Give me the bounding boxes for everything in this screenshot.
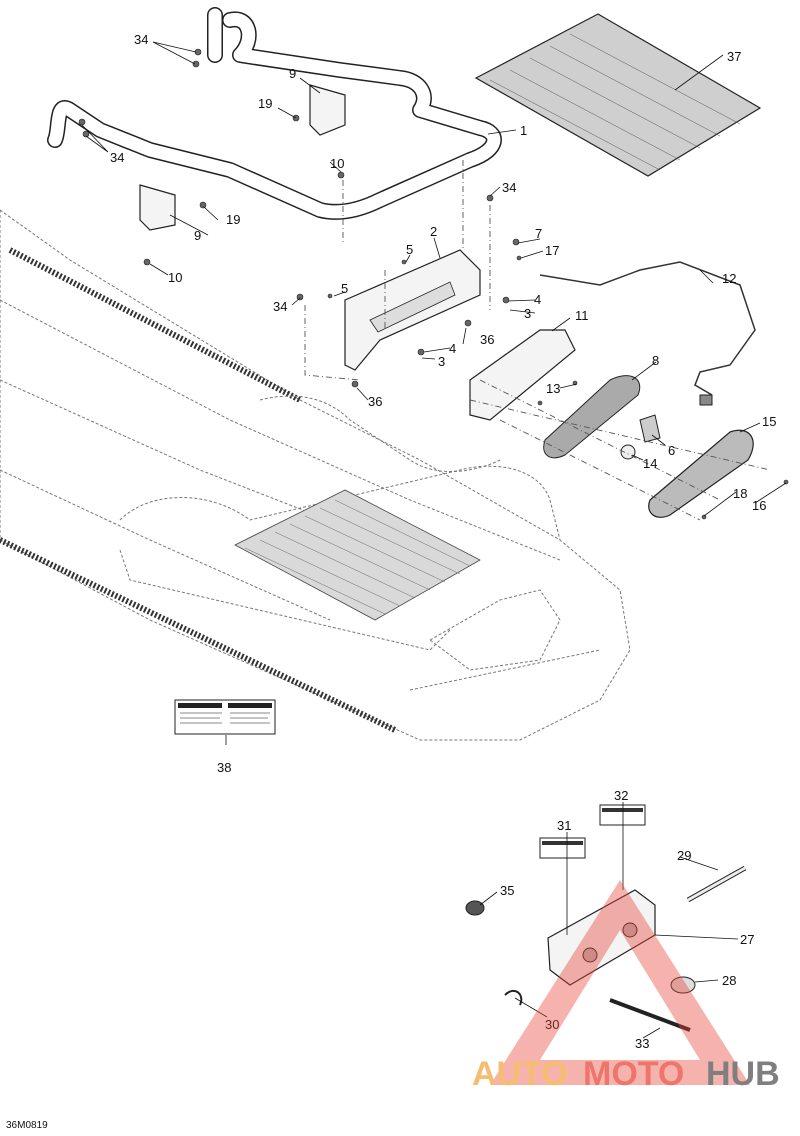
callout-16: 16 [752, 498, 766, 513]
callout-4: 4 [534, 292, 541, 307]
diagram-code: 36M0819 [6, 1120, 48, 1131]
callout-30: 30 [545, 1017, 559, 1032]
callout-28: 28 [722, 973, 736, 988]
callout-1: 1 [520, 123, 527, 138]
hitch-pin [686, 865, 747, 903]
taillight-lens [648, 429, 754, 518]
watermark: AUTO MOTO HUB [472, 880, 780, 1093]
watermark-moto: MOTO [583, 1055, 684, 1093]
callout-8: 8 [652, 353, 659, 368]
watermark-hub: HUB [706, 1055, 780, 1093]
callout-36: 36 [480, 332, 494, 347]
callout-19: 19 [226, 212, 240, 227]
hitch-clip [504, 989, 523, 1006]
callout-17: 17 [545, 243, 559, 258]
callout-10: 10 [330, 156, 344, 171]
bulb-socket [639, 414, 661, 443]
callouts: 34 34 1 9 19 10 19 9 10 34 2 5 5 34 4 3 … [110, 32, 776, 1051]
callout-14: 14 [643, 456, 657, 471]
callout-34: 34 [502, 180, 516, 195]
light-mount-bracket [344, 249, 481, 371]
snowmobile-chassis [0, 209, 631, 741]
watermark-auto: AUTO [472, 1055, 568, 1093]
callout-4: 4 [449, 341, 456, 356]
rack-bracket-lower [139, 184, 176, 231]
callout-9: 9 [289, 66, 296, 81]
wiring-harness [539, 261, 756, 406]
callout-3: 3 [524, 306, 531, 321]
taillight-reflector [543, 375, 641, 459]
rack-bracket-upper [309, 84, 346, 136]
callout-2: 2 [430, 224, 437, 239]
callout-11: 11 [575, 308, 589, 323]
warning-decal [174, 699, 276, 735]
fasteners [78, 48, 789, 520]
callout-3: 3 [438, 354, 445, 369]
watermark-triangle [490, 880, 750, 1085]
assembly-lines [304, 160, 771, 521]
callout-6: 6 [668, 443, 675, 458]
callout-31: 31 [557, 818, 571, 833]
callout-27: 27 [740, 932, 754, 947]
callout-5: 5 [341, 281, 348, 296]
callout-10: 10 [168, 270, 182, 285]
rack-bar [47, 7, 502, 220]
cargo-mat [474, 13, 762, 177]
leader-lines [81, 41, 787, 1039]
callout-37: 37 [727, 49, 741, 64]
callout-29: 29 [677, 848, 691, 863]
decal-32 [599, 804, 646, 826]
callout-38: 38 [217, 760, 231, 775]
callout-36: 36 [368, 394, 382, 409]
callout-9: 9 [194, 228, 201, 243]
callout-19: 19 [258, 96, 272, 111]
hitch-bolt [609, 998, 691, 1032]
callout-18: 18 [733, 486, 747, 501]
hitch-ring [670, 976, 696, 994]
grommet [465, 900, 485, 916]
callout-13: 13 [546, 381, 560, 396]
callout-34: 34 [273, 299, 287, 314]
callout-35: 35 [500, 883, 514, 898]
callout-7: 7 [535, 226, 542, 241]
callout-34: 34 [110, 150, 124, 165]
callout-32: 32 [614, 788, 628, 803]
decal-31 [539, 837, 586, 859]
callout-12: 12 [722, 271, 736, 286]
taillight-housing [469, 329, 576, 421]
callout-15: 15 [762, 414, 776, 429]
callout-33: 33 [635, 1036, 649, 1051]
callout-34: 34 [134, 32, 148, 47]
callout-5: 5 [406, 242, 413, 257]
